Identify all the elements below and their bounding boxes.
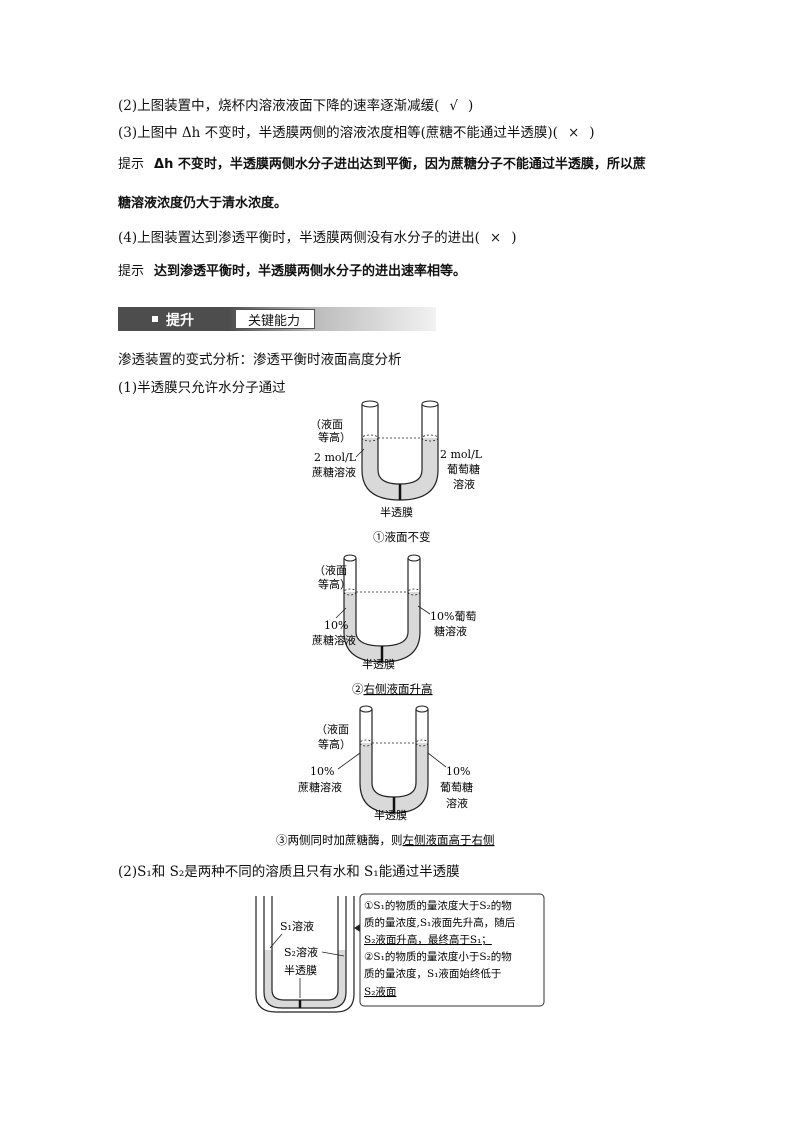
level-note-1: （液面 bbox=[310, 417, 343, 431]
s1-pointer bbox=[269, 933, 283, 949]
right-solution: 糖溶液 bbox=[434, 624, 467, 638]
left-opening bbox=[361, 400, 379, 408]
square-bullet-icon bbox=[152, 316, 158, 322]
check-mark-icon: √ bbox=[449, 98, 458, 114]
level-note-2: 等高） bbox=[318, 737, 351, 751]
s2-pointer bbox=[321, 951, 345, 957]
hint-3-line2: 糖溶液浓度仍大于清水浓度。 bbox=[118, 196, 288, 211]
right-concentration: 10% bbox=[446, 765, 470, 778]
left-solution: 蔗糖溶液 bbox=[312, 465, 356, 479]
explanation-box bbox=[359, 893, 545, 1007]
box-line-3: S₂液面升高，最终高于S₁； bbox=[364, 933, 492, 946]
caption-1: ①液面不变 bbox=[373, 530, 431, 544]
statement-3: (3)上图中 Δh 不变时，半透膜两侧的溶液浓度相等(蔗糖不能通过半透膜)( ×) bbox=[118, 124, 595, 142]
right-opening bbox=[407, 554, 421, 562]
u-tube-diagram-2: （液面 等高） 10% 蔗糖溶液 10%葡萄 糖溶液 半透膜 ②右侧液面升高 bbox=[312, 554, 476, 696]
intro-text: 渗透装置的变式分析：渗透平衡时液面高度分析 bbox=[118, 352, 402, 368]
arrow-icon bbox=[354, 924, 360, 932]
section-title: 提升 bbox=[166, 313, 194, 329]
left-pointer bbox=[335, 607, 347, 619]
case-1-title: (1)半透膜只允许水分子通过 bbox=[118, 380, 286, 396]
right-pointer bbox=[427, 752, 447, 768]
tube-inner bbox=[271, 896, 339, 1001]
level-note-1: （液面 bbox=[316, 722, 349, 736]
right-concentration: 2 mol/L bbox=[440, 448, 483, 461]
left-solution: 蔗糖溶液 bbox=[298, 780, 342, 794]
left-opening bbox=[343, 554, 357, 562]
statement-2-text: (2)上图装置中，烧杯内溶液液面下降的速率逐渐减缓( bbox=[118, 98, 440, 114]
tube-outer bbox=[263, 896, 347, 1009]
statement-4-text: (4)上图装置达到渗透平衡时，半透膜两侧没有水分子的进出( bbox=[118, 230, 480, 246]
right-level bbox=[407, 588, 421, 596]
tube-inner bbox=[371, 709, 417, 798]
right-opening bbox=[415, 705, 429, 713]
right-pointer bbox=[417, 605, 431, 615]
statement-2: (2)上图装置中，烧杯内溶液液面下降的速率逐渐减缓( √) bbox=[118, 97, 473, 115]
section-subtitle-box bbox=[235, 309, 315, 329]
statement-3-end: ) bbox=[589, 125, 595, 141]
box-line-6: S₂液面 bbox=[364, 985, 396, 998]
membrane-label: 半透膜 bbox=[380, 505, 413, 519]
statement-3-text: (3)上图中 Δh 不变时，半透膜两侧的溶液浓度相等(蔗糖不能通过半透膜)( bbox=[118, 125, 558, 141]
label-s1: S₁溶液 bbox=[280, 919, 314, 933]
u-tube-diagram-3: （液面 等高） 10% 蔗糖溶液 10% 葡萄糖 溶液 半透膜 ③两侧同时加蔗糖… bbox=[276, 705, 495, 847]
left-concentration: 10% bbox=[324, 619, 348, 632]
label-s2: S₂溶液 bbox=[284, 945, 318, 959]
box-line-5: 质的量浓度，S₁液面始终低于 bbox=[364, 967, 501, 980]
right-concentration: 10%葡萄 bbox=[430, 610, 476, 623]
left-concentration: 10% bbox=[310, 765, 334, 778]
box-line-1: ①S₁的物质的量浓度大于S₂的物 bbox=[364, 899, 512, 912]
section-subtitle: 关键能力 bbox=[248, 314, 301, 329]
right-level bbox=[415, 739, 429, 747]
left-pointer bbox=[355, 448, 365, 458]
hint-3-line1: Δh 不变时，半透膜两侧水分子进出达到平衡，因为蔗糖分子不能通过半透膜，所以蔗 bbox=[154, 157, 646, 172]
beaker-outer bbox=[255, 896, 355, 1013]
right-solution-2: 溶液 bbox=[453, 477, 475, 491]
solution-fill bbox=[362, 438, 438, 500]
tube-inner bbox=[377, 404, 423, 485]
membrane-label: 半透膜 bbox=[362, 657, 395, 671]
membrane-label: 半透膜 bbox=[374, 808, 407, 822]
hint-label: 提示 bbox=[118, 157, 145, 172]
hint-4-line1: 达到渗透平衡时，半透膜两侧水分子的进出速率相等。 bbox=[154, 264, 467, 279]
level-note-2: 等高） bbox=[318, 430, 351, 444]
solution-fill bbox=[360, 743, 428, 813]
left-opening bbox=[359, 705, 373, 713]
cross-mark-icon: × bbox=[567, 125, 580, 141]
statement-4-end: ) bbox=[511, 230, 517, 246]
section-header: 提升 关键能力 bbox=[118, 307, 436, 331]
statement-2-end: ) bbox=[468, 98, 474, 114]
hint-3-cont: 糖溶液浓度仍大于清水浓度。 bbox=[118, 195, 287, 213]
u-tube-diagram-1: （液面 等高） 2 mol/L 蔗糖溶液 2 mol/L 葡萄糖 溶液 半透膜 … bbox=[310, 400, 483, 544]
left-pointer bbox=[337, 752, 361, 770]
cross-mark-icon: × bbox=[489, 230, 502, 246]
u-tube-diagram-4: S₁溶液 S₂溶液 半透膜 ①S₁的物质的量浓度大于S₂的物 质的量浓度,S₁液… bbox=[255, 893, 545, 1013]
statement-4: (4)上图装置达到渗透平衡时，半透膜两侧没有水分子的进出( ×) bbox=[118, 229, 516, 247]
right-solution: 葡萄糖 bbox=[440, 780, 473, 794]
left-solution: 蔗糖溶液 bbox=[312, 633, 356, 647]
box-line-4: ②S₁的物质的量浓度小于S₂的物 bbox=[364, 950, 512, 963]
tube-inner bbox=[355, 558, 409, 647]
caption-3-underlined: 左侧液面高于右侧 bbox=[403, 833, 495, 847]
case-2-title: (2)S₁和 S₂是两种不同的溶质且只有水和 S₁能通过半透膜 bbox=[118, 864, 460, 880]
right-solution: 葡萄糖 bbox=[447, 462, 480, 476]
hint-3: 提示 Δh 不变时，半透膜两侧水分子进出达到平衡，因为蔗糖分子不能通过半透膜，所以… bbox=[118, 156, 646, 174]
right-level bbox=[421, 434, 439, 442]
box-line-2: 质的量浓度,S₁液面先升高，随后 bbox=[364, 916, 515, 929]
solution-fill bbox=[264, 950, 346, 1008]
level-note-1: （液面 bbox=[314, 563, 347, 577]
hint-4: 提示达到渗透平衡时，半透膜两侧水分子的进出速率相等。 bbox=[118, 263, 466, 281]
caption-2-prefix: ②右侧液面升高 bbox=[352, 682, 433, 696]
right-solution-2: 溶液 bbox=[446, 796, 468, 810]
solution-fill bbox=[344, 592, 420, 662]
caption-3: ③两侧同时加蔗糖酶，则左侧液面高于右侧 bbox=[276, 833, 495, 847]
right-opening bbox=[421, 400, 439, 408]
caption-2-underlined: 右侧液面升高 bbox=[364, 682, 433, 696]
level-note-2: 等高） bbox=[318, 577, 351, 591]
membrane-label: 半透膜 bbox=[284, 963, 317, 977]
left-concentration: 2 mol/L bbox=[314, 451, 357, 464]
hint-label: 提示 bbox=[118, 264, 145, 279]
